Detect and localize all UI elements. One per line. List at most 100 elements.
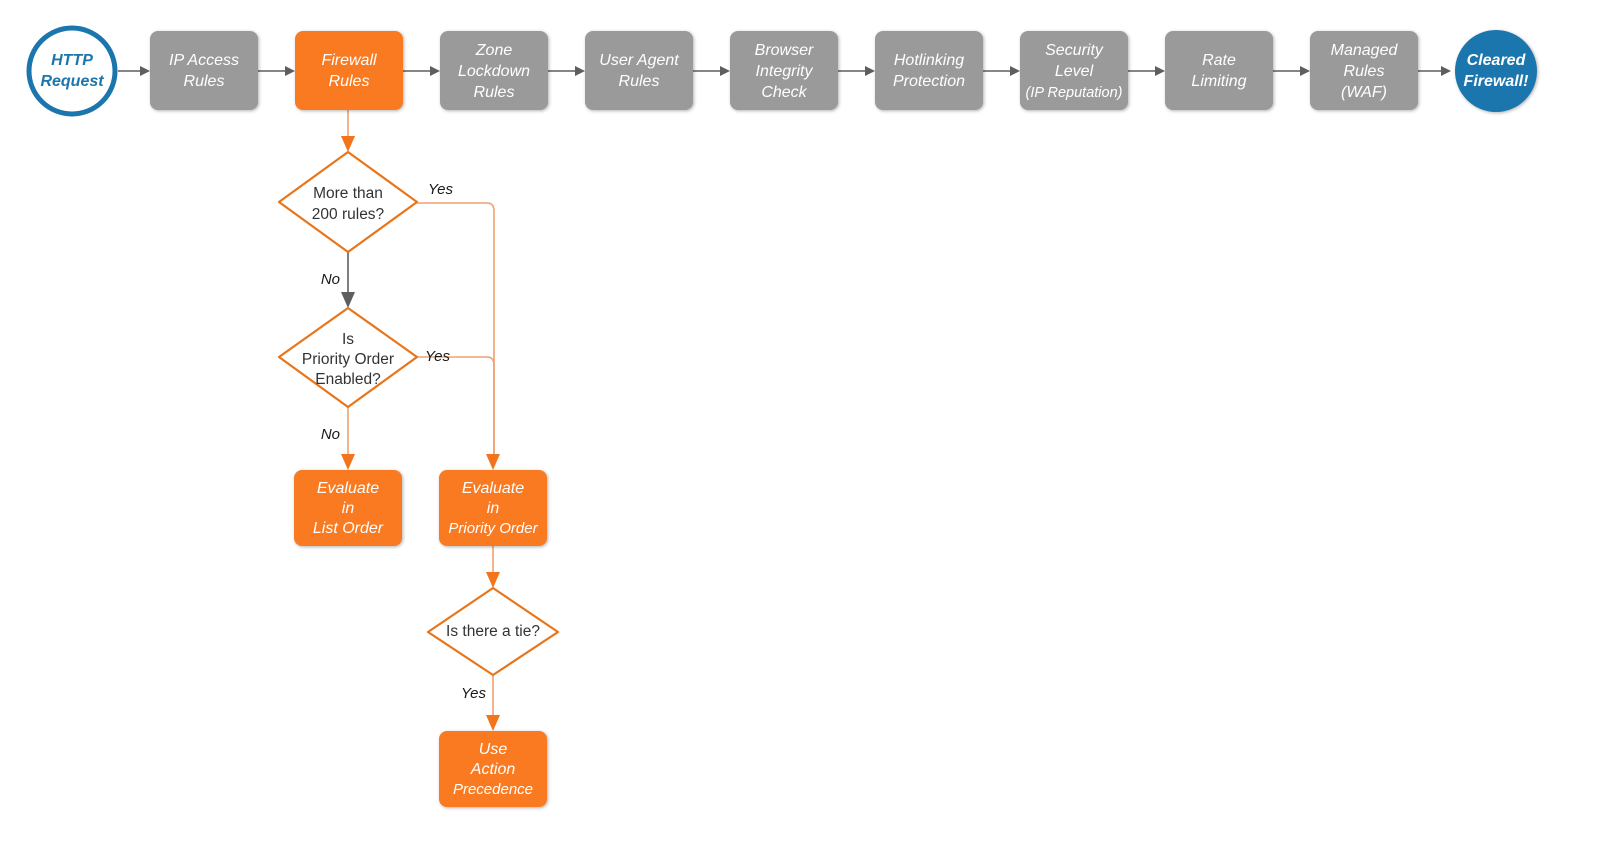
firewall-rules-box[interactable] <box>295 31 403 110</box>
evaluate-in-priority-order-label-line3: Priority Order <box>448 520 538 537</box>
evaluate-in-list-order-box[interactable] <box>294 470 402 546</box>
browser-integrity-check-box[interactable] <box>730 31 838 110</box>
connector-tie-yes <box>486 675 500 731</box>
node-evaluate-in-priority-order[interactable]: Evaluate in Priority Order <box>439 470 547 546</box>
rate-limiting-label-line1: Rate <box>1202 52 1236 69</box>
pipeline-connector-5-to-6 <box>838 66 875 76</box>
rate-limiting-label-line2: Limiting <box>1191 73 1246 90</box>
zone-lockdown-rules-label-line1: Zone <box>475 42 513 59</box>
is-priority-order-enabled-diamond[interactable] <box>277 306 419 409</box>
evaluate-in-priority-order-box[interactable] <box>439 470 547 546</box>
pipeline-connector-3-to-4 <box>548 66 585 76</box>
is-there-a-tie-diamond[interactable] <box>426 586 560 677</box>
edge-label-no-200-rules: No <box>321 271 340 288</box>
evaluate-in-priority-order-label-line2: in <box>487 500 500 517</box>
evaluate-in-list-order-label-line3: List Order <box>313 520 384 537</box>
evaluate-in-list-order-label-line1: Evaluate <box>317 480 379 497</box>
http-request-label-line2: Request <box>40 73 104 90</box>
security-level-label-line1: Security <box>1045 42 1104 59</box>
node-decision-more-than-200-rules[interactable]: More than 200 rules? <box>277 150 419 254</box>
node-browser-integrity-check[interactable]: Browser Integrity Check <box>730 31 838 110</box>
pipeline-connector-7-to-8 <box>1128 66 1165 76</box>
http-request-label-line1: HTTP <box>51 52 93 69</box>
node-hotlinking-protection[interactable]: Hotlinking Protection <box>875 31 983 110</box>
pipeline-connector-8-to-9 <box>1273 66 1310 76</box>
firewall-rules-label-line2: Rules <box>329 73 370 90</box>
node-zone-lockdown-rules[interactable]: Zone Lockdown Rules <box>440 31 548 110</box>
managed-rules-waf-box[interactable] <box>1310 31 1418 110</box>
edge-label-no-priority-order: No <box>321 426 340 443</box>
managed-rules-waf-label-line3: (WAF) <box>1341 84 1387 101</box>
pipeline-connector-2-to-3 <box>403 66 440 76</box>
pipeline-connector-6-to-7 <box>983 66 1020 76</box>
is-priority-order-enabled-label-line3: Enabled? <box>315 371 381 388</box>
use-action-precedence-label-line3: Precedence <box>453 781 533 798</box>
ip-access-rules-label-line2: Rules <box>184 73 225 90</box>
pipeline-connector-9-to-end <box>1418 66 1451 76</box>
connector-firewall-to-decision1 <box>341 110 355 152</box>
hotlinking-protection-label-line1: Hotlinking <box>894 52 964 69</box>
pipeline-connector-4-to-5 <box>693 66 730 76</box>
rate-limiting-box[interactable] <box>1165 31 1273 110</box>
node-firewall-rules[interactable]: Firewall Rules <box>295 31 403 110</box>
more-than-200-rules-label-line2: 200 rules? <box>312 206 385 223</box>
use-action-precedence-label-line2: Action <box>470 761 516 778</box>
ip-access-rules-label-line1: IP Access <box>169 52 239 69</box>
managed-rules-waf-label-line2: Rules <box>1344 63 1385 80</box>
use-action-precedence-label-line1: Use <box>479 741 508 758</box>
connector-decision1-yes <box>417 202 495 455</box>
zone-lockdown-rules-label-line3: Rules <box>474 84 515 101</box>
browser-integrity-check-label-line1: Browser <box>755 42 814 59</box>
hotlinking-protection-label-line2: Protection <box>893 73 965 90</box>
node-use-action-precedence[interactable]: Use Action Precedence <box>439 731 547 807</box>
browser-integrity-check-label-line2: Integrity <box>756 63 814 80</box>
is-priority-order-enabled-label-line1: Is <box>342 331 354 348</box>
user-agent-rules-label-line2: Rules <box>619 73 660 90</box>
node-decision-is-there-a-tie[interactable]: Is there a tie? <box>426 586 560 677</box>
ip-access-rules-box[interactable] <box>150 31 258 110</box>
node-ip-access-rules[interactable]: IP Access Rules <box>150 31 258 110</box>
user-agent-rules-label-line1: User Agent <box>599 52 679 69</box>
evaluate-in-priority-order-label-line1: Evaluate <box>462 480 524 497</box>
http-request-circle[interactable] <box>26 25 118 117</box>
security-level-label-line3: (IP Reputation) <box>1026 85 1123 101</box>
browser-integrity-check-label-line3: Check <box>761 84 807 101</box>
pipeline-connector-1-to-2 <box>258 66 295 76</box>
hotlinking-protection-box[interactable] <box>875 31 983 110</box>
connector-decision1-no <box>341 252 355 308</box>
use-action-precedence-box[interactable] <box>439 731 547 807</box>
node-security-level[interactable]: Security Level (IP Reputation) <box>1020 31 1128 110</box>
cleared-firewall-label-line2: Firewall! <box>1464 73 1530 90</box>
edge-label-yes-200-rules: Yes <box>428 181 454 198</box>
connector-decision2-no <box>341 407 355 470</box>
managed-rules-waf-label-line1: Managed <box>1331 42 1399 59</box>
security-level-label-line2: Level <box>1055 63 1094 80</box>
is-priority-order-enabled-label-line2: Priority Order <box>302 351 394 368</box>
node-evaluate-in-list-order[interactable]: Evaluate in List Order <box>294 470 402 546</box>
connector-decision2-yes <box>417 356 500 470</box>
evaluate-in-list-order-label-line2: in <box>342 500 355 517</box>
more-than-200-rules-label-line1: More than <box>313 185 383 202</box>
node-user-agent-rules[interactable]: User Agent Rules <box>585 31 693 110</box>
connectors-layer <box>118 66 1451 731</box>
node-decision-is-priority-order-enabled[interactable]: Is Priority Order Enabled? <box>277 306 419 409</box>
node-http-request[interactable]: HTTP Request <box>26 25 118 117</box>
user-agent-rules-box[interactable] <box>585 31 693 110</box>
node-managed-rules-waf[interactable]: Managed Rules (WAF) <box>1310 31 1418 110</box>
edge-labels-layer: Yes No Yes No Yes <box>321 181 487 702</box>
firewall-rules-label-line1: Firewall <box>321 52 377 69</box>
cleared-firewall-circle[interactable] <box>1455 30 1537 112</box>
node-cleared-firewall[interactable]: Cleared Firewall! <box>1455 30 1537 112</box>
edge-label-yes-tie: Yes <box>461 685 487 702</box>
connector-priority-to-tie <box>486 546 500 588</box>
pipeline-connector-start-to-1 <box>118 66 150 76</box>
is-there-a-tie-label-line1: Is there a tie? <box>446 623 540 640</box>
zone-lockdown-rules-label-line2: Lockdown <box>458 63 530 80</box>
zone-lockdown-rules-box[interactable] <box>440 31 548 110</box>
security-level-box[interactable] <box>1020 31 1128 110</box>
more-than-200-rules-diamond[interactable] <box>277 150 419 254</box>
node-rate-limiting[interactable]: Rate Limiting <box>1165 31 1273 110</box>
edge-label-yes-priority-order: Yes <box>425 348 451 365</box>
